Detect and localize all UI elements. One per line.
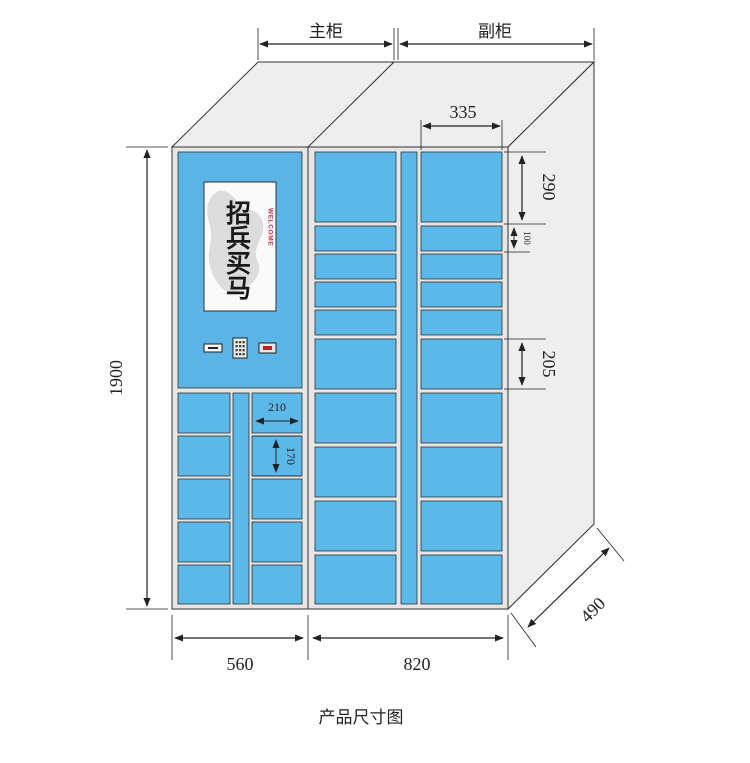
qr-scanner	[258, 342, 277, 354]
main-width-label: 560	[227, 654, 254, 674]
locker-door	[420, 500, 503, 552]
locker-door	[177, 435, 231, 477]
touch-screen: 招兵买马 WELCOME	[203, 181, 277, 312]
diagram-caption: 产品尺寸图	[319, 708, 404, 728]
locker-door	[420, 253, 503, 280]
locker-height-label: 170	[284, 447, 298, 465]
cabinet-side-face	[507, 60, 595, 611]
screen-welcome-text: WELCOME	[267, 208, 274, 246]
control-panel: 招兵买马 WELCOME	[177, 151, 303, 389]
depth-arrow	[527, 547, 610, 628]
sub-cabinet-label: 副柜	[478, 22, 512, 42]
locker-door	[314, 338, 397, 390]
locker-door	[420, 392, 503, 444]
main-cabinet-doors	[177, 392, 303, 605]
locker-door	[314, 554, 397, 605]
locker-door	[314, 500, 397, 552]
locker-door	[420, 338, 503, 390]
locker-door	[251, 392, 303, 434]
locker-door	[420, 309, 503, 336]
locker-door	[420, 225, 503, 252]
locker-door	[420, 554, 503, 605]
depth-label: 490	[576, 593, 609, 626]
sub-divider-strip	[400, 151, 418, 605]
main-cabinet-label: 主柜	[309, 22, 343, 42]
locker-door	[251, 521, 303, 563]
main-divider-strip	[232, 392, 250, 605]
locker-width-label: 210	[268, 400, 286, 414]
locker-door	[420, 151, 503, 223]
keypad	[232, 337, 248, 359]
locker-door	[177, 392, 231, 434]
locker-door	[314, 253, 397, 280]
top-divider	[307, 61, 395, 148]
locker-door	[177, 478, 231, 520]
dimension-labels: 主柜 副柜 1900 560 820 490 335 290 100 205 2…	[106, 22, 609, 728]
card-reader	[203, 343, 223, 353]
medium-door-label: 205	[539, 351, 559, 378]
locker-door	[177, 521, 231, 563]
sub-width-label: 820	[404, 654, 431, 674]
column-width-label: 335	[450, 102, 477, 122]
locker-door	[314, 281, 397, 308]
locker-door	[251, 564, 303, 605]
sub-cabinet-doors	[314, 151, 503, 605]
large-door-label: 290	[539, 174, 559, 201]
locker-door	[177, 564, 231, 605]
locker-door	[314, 225, 397, 252]
locker-door	[314, 309, 397, 336]
locker-door	[251, 478, 303, 520]
locker-door	[420, 281, 503, 308]
small-door-label: 100	[522, 231, 532, 245]
dimensions	[126, 28, 625, 660]
height-label: 1900	[106, 360, 126, 396]
locker-door	[420, 446, 503, 498]
locker-door	[314, 446, 397, 498]
screen-calligraphy: 招兵买马	[223, 200, 252, 300]
locker-door	[314, 151, 397, 223]
locker-door	[314, 392, 397, 444]
